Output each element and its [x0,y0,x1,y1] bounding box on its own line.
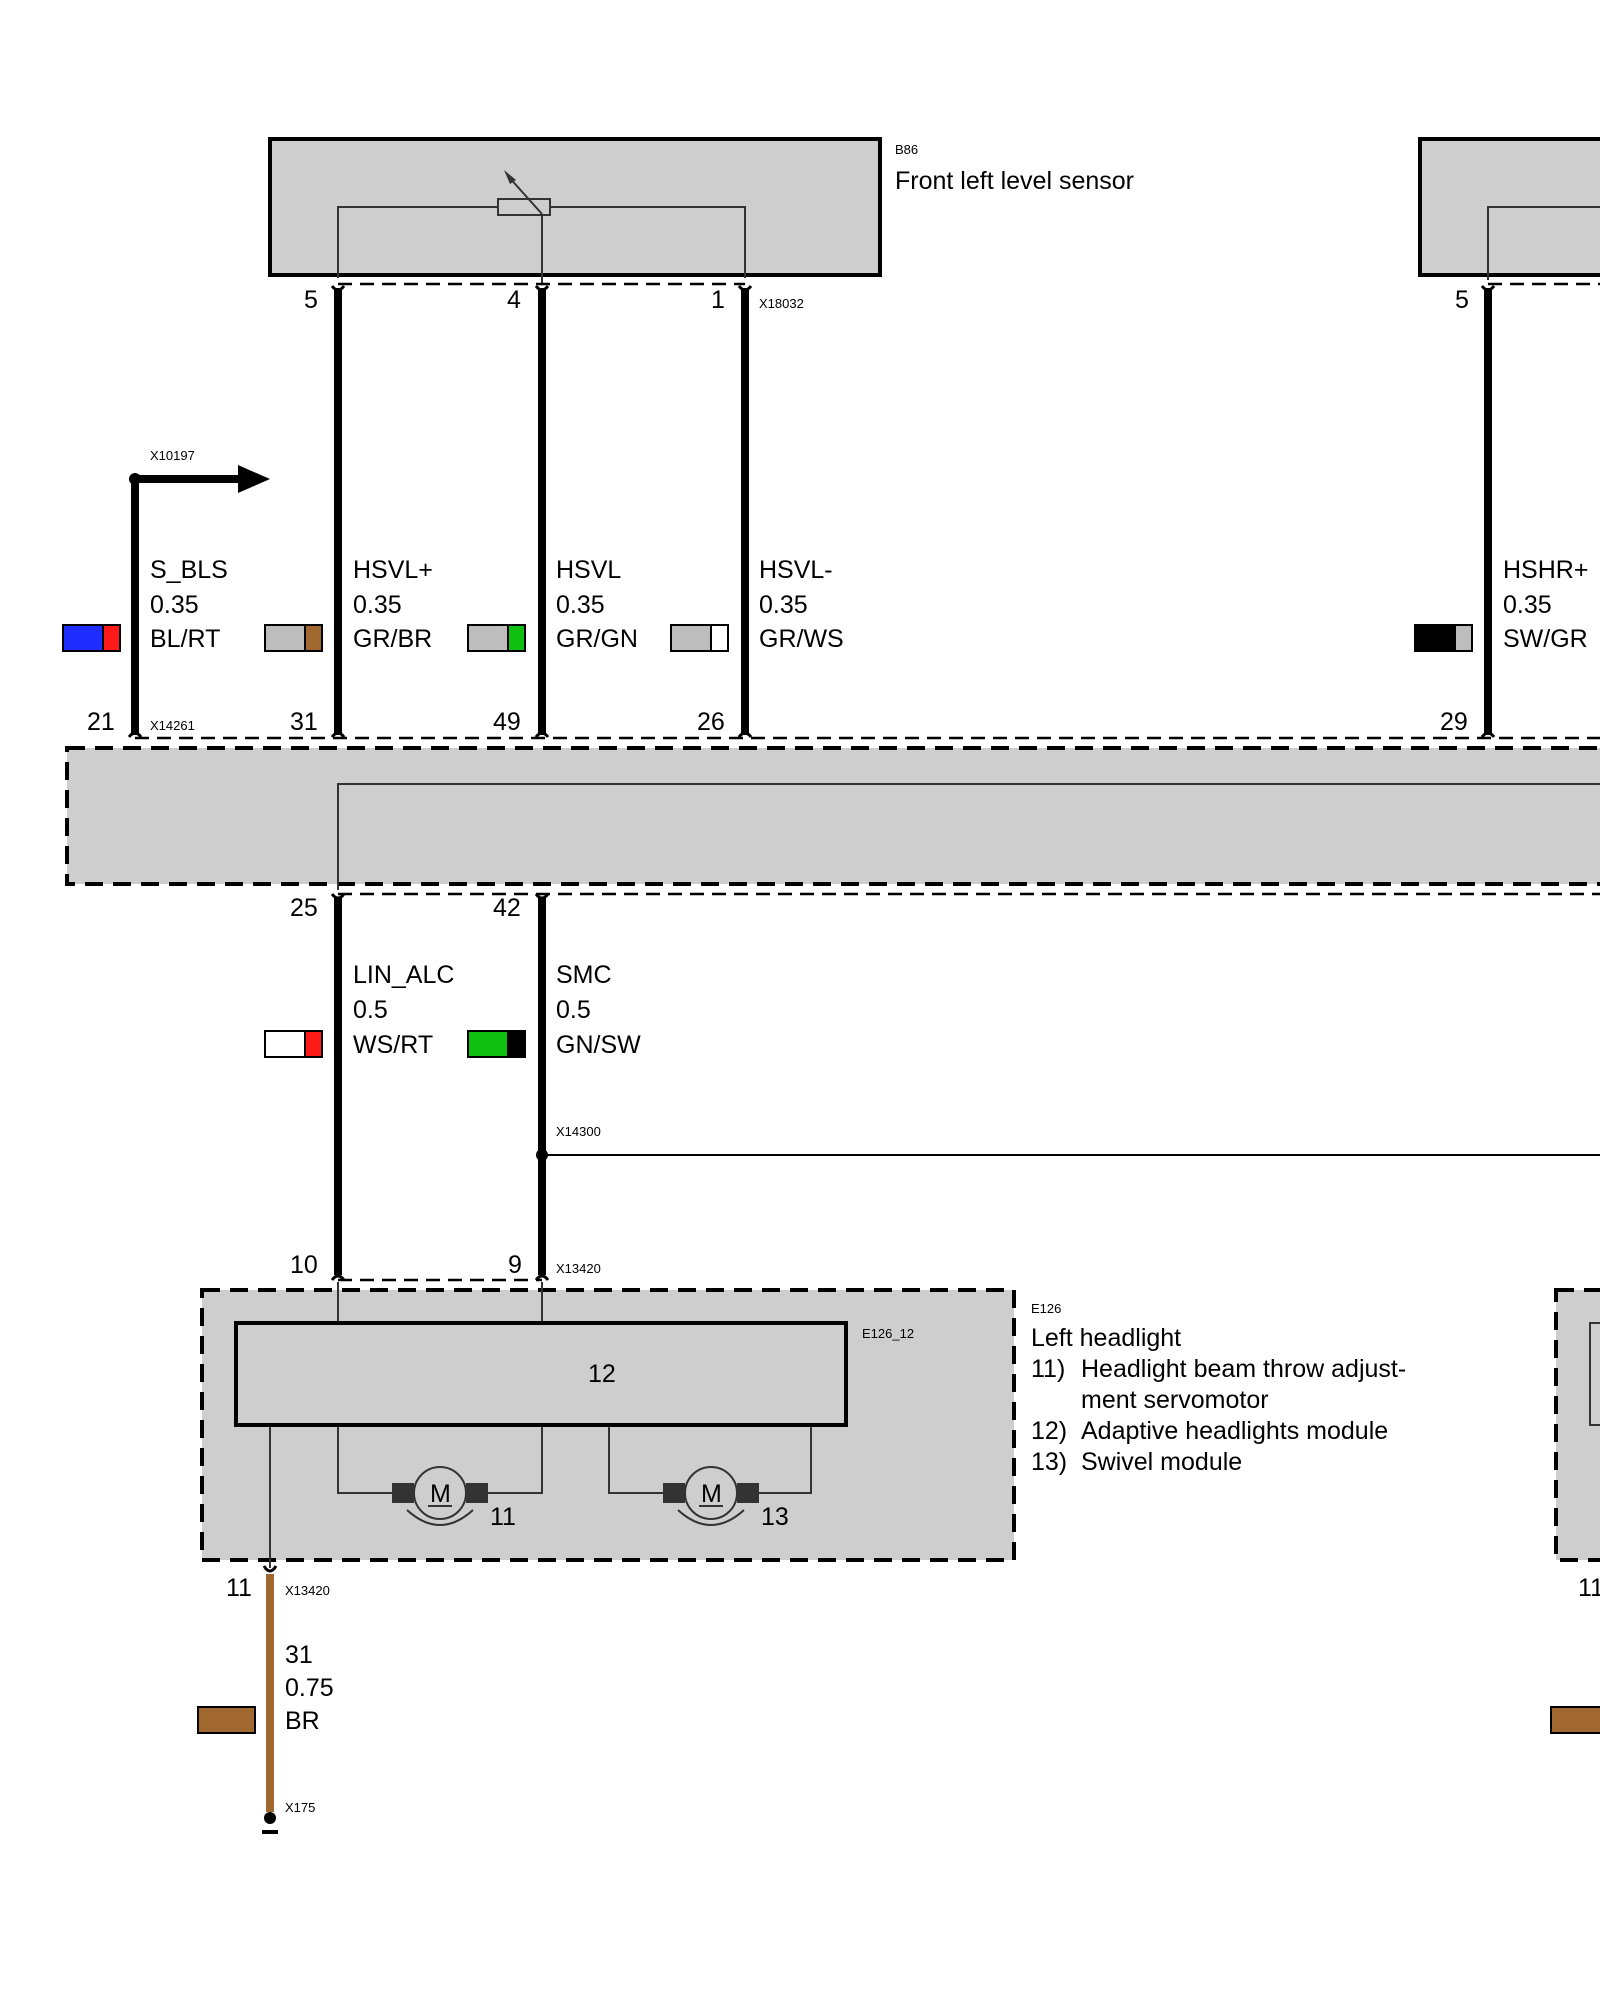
wire-color-swatch [264,624,323,652]
connector-label: X13420 [556,1261,601,1276]
headlight-title: Left headlight [1031,1324,1181,1352]
wire-signal: HSVL+ [353,556,433,584]
wire-color-swatch [264,1030,323,1058]
wire-color-code: GR/GN [556,625,638,653]
wire-gauge: 0.35 [1503,591,1552,619]
potentiometer-wiper [507,175,543,215]
connector-label: X13420 [285,1583,330,1598]
motor-symbol: M [430,1480,451,1508]
legend-text: ment servomotor [1081,1386,1269,1414]
connector-label: X14261 [150,718,195,733]
servomotor-11 [337,1427,543,1526]
motor-label: 13 [761,1503,789,1531]
pin-label: 31 [290,708,318,736]
wire-signal: HSHR+ [1503,556,1588,584]
wire-gauge: 0.35 [353,591,402,619]
wire-color-code: GR/BR [353,625,432,653]
wire-color-swatch [670,624,729,652]
wire-signal: S_BLS [150,556,228,584]
wire-smc [536,898,1600,1275]
connector-label: X175 [285,1800,315,1815]
sensor-id: B86 [895,142,918,157]
wire-signal: 31 [285,1641,313,1669]
pin-label: 21 [87,708,115,736]
swivel-motor-13 [608,1427,812,1526]
wire-color-code: BL/RT [150,625,220,653]
wire-s-bls [129,465,270,735]
legend-text: Headlight beam throw adjust- [1081,1355,1406,1383]
potentiometer-symbol [497,198,551,216]
wire-color-code: WS/RT [353,1031,433,1059]
legend-number: 11) [1031,1355,1065,1383]
right-headlight-partial [1554,1288,1600,1562]
wire-gauge: 0.5 [556,996,591,1024]
legend-number: 13) [1031,1448,1067,1476]
motor-symbol: M [701,1480,722,1508]
pin-label: 9 [508,1251,522,1279]
pin-label: 11 [1578,1574,1600,1602]
pin-label: 29 [1440,708,1468,736]
wire-color-swatch [197,1706,256,1734]
wire-color-swatch [1550,1706,1600,1734]
wire-color-code: BR [285,1707,320,1735]
pin-label: 5 [304,286,318,314]
wire-gauge: 0.35 [150,591,199,619]
connector-label: X10197 [150,448,195,463]
wire-signal: SMC [556,961,612,989]
pin-label: 42 [493,894,521,922]
pin-label: 25 [290,894,318,922]
pin-label: 26 [697,708,725,736]
wire-color-code: GR/WS [759,625,844,653]
pin-label: 5 [1455,286,1469,314]
headlight-id: E126 [1031,1301,1061,1316]
legend-text: Adaptive headlights module [1081,1417,1388,1445]
front-left-level-sensor [268,137,882,285]
front-right-level-sensor-partial [1418,137,1600,280]
pin-label: 10 [290,1251,318,1279]
wire-gauge: 0.5 [353,996,388,1024]
module-id: E126_12 [862,1326,914,1341]
wire-color-swatch [467,624,526,652]
wire-ground-31 [262,1574,278,1834]
wire-gauge: 0.35 [759,591,808,619]
legend-text: Swivel module [1081,1448,1242,1476]
legend-number: 12) [1031,1417,1067,1445]
pin-label: 49 [493,708,521,736]
wire-color-swatch [1414,624,1473,652]
connector-label: X14300 [556,1124,601,1139]
pin-label: 11 [226,1574,252,1602]
motor-label: 11 [490,1503,516,1531]
wire-signal: LIN_ALC [353,961,454,989]
wire-color-code: GN/SW [556,1031,641,1059]
adaptive-headlights-module [234,1321,848,1427]
wire-color-swatch [62,624,121,652]
connector-label: X18032 [759,296,804,311]
wire-gauge: 0.35 [556,591,605,619]
control-module [65,746,1600,890]
wire-color-swatch [467,1030,526,1058]
wire-signal: HSVL [556,556,621,584]
pin-label: 1 [711,286,725,314]
module-label: 12 [588,1360,616,1388]
wire-color-code: SW/GR [1503,625,1588,653]
sensor-title: Front left level sensor [895,167,1134,195]
arrow-right-icon [238,465,270,493]
wire-signal: HSVL- [759,556,833,584]
pin-label: 4 [507,286,521,314]
wire-gauge: 0.75 [285,1674,334,1702]
